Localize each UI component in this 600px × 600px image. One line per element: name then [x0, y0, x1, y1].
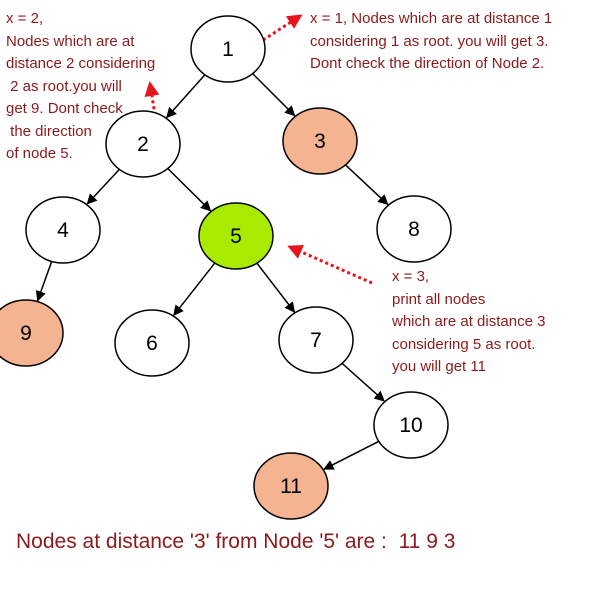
node-circle: [0, 299, 64, 367]
edge-4-9: [35, 261, 53, 302]
edge-3-8: [345, 164, 389, 206]
node-circle: [278, 306, 354, 374]
node-circle: [25, 196, 101, 264]
edge-5-7: [256, 262, 296, 313]
edge-2-4: [86, 168, 120, 205]
tree-edges: [35, 73, 389, 470]
node-circle: [373, 391, 449, 459]
edge-2-5: [167, 167, 212, 212]
node-label: 8: [408, 218, 420, 241]
tree-node-5: 5: [198, 202, 274, 270]
node-circle: [282, 107, 358, 175]
node-circle: [114, 309, 190, 377]
tree-node-3: 3: [282, 107, 358, 175]
result-text: Nodes at distance '3' from Node '5' are …: [16, 530, 456, 553]
node-circle: [198, 202, 274, 270]
node-label: 4: [57, 219, 69, 242]
tree-node-1: 1: [190, 15, 266, 83]
tree-node-8: 8: [376, 195, 452, 263]
node-label: 1: [222, 38, 234, 61]
node-circle: [376, 195, 452, 263]
node-label: 2: [137, 133, 149, 156]
edge-1-3: [252, 73, 296, 117]
node-label: 3: [314, 130, 326, 153]
node-circle: [105, 110, 181, 178]
edge-1-2: [166, 74, 206, 119]
node-label: 5: [230, 225, 242, 248]
node-label: 9: [20, 322, 32, 345]
tree-node-7: 7: [278, 306, 354, 374]
annotation-x3: x = 3, print all nodes which are at dist…: [392, 268, 546, 375]
node-label: 6: [146, 332, 158, 355]
tree-node-2: 2: [105, 110, 181, 178]
tree-node-6: 6: [114, 309, 190, 377]
annotation-x1: x = 1, Nodes which are at distance 1 con…: [310, 10, 553, 72]
node-circle: [253, 452, 329, 520]
tree-nodes: 1 2 3 4 5 8 9 6 7 10 11: [0, 15, 452, 520]
annotation-arrow-x3: [287, 244, 373, 285]
node-circle: [190, 15, 266, 83]
tree-node-11: 11: [253, 452, 329, 520]
node-label: 10: [399, 414, 422, 437]
tree-node-4: 4: [25, 196, 101, 264]
edge-7-10: [341, 362, 385, 402]
node-label: 7: [310, 329, 322, 352]
annotation-x2: x = 2, Nodes which are at distance 2 con…: [6, 10, 156, 162]
annotation-arrow-x1: [247, 14, 303, 52]
edge-5-6: [173, 262, 216, 317]
tree-node-9: 9: [0, 299, 64, 367]
node-label: 11: [280, 475, 302, 498]
tree-node-10: 10: [373, 391, 449, 459]
edge-10-11: [323, 440, 380, 470]
